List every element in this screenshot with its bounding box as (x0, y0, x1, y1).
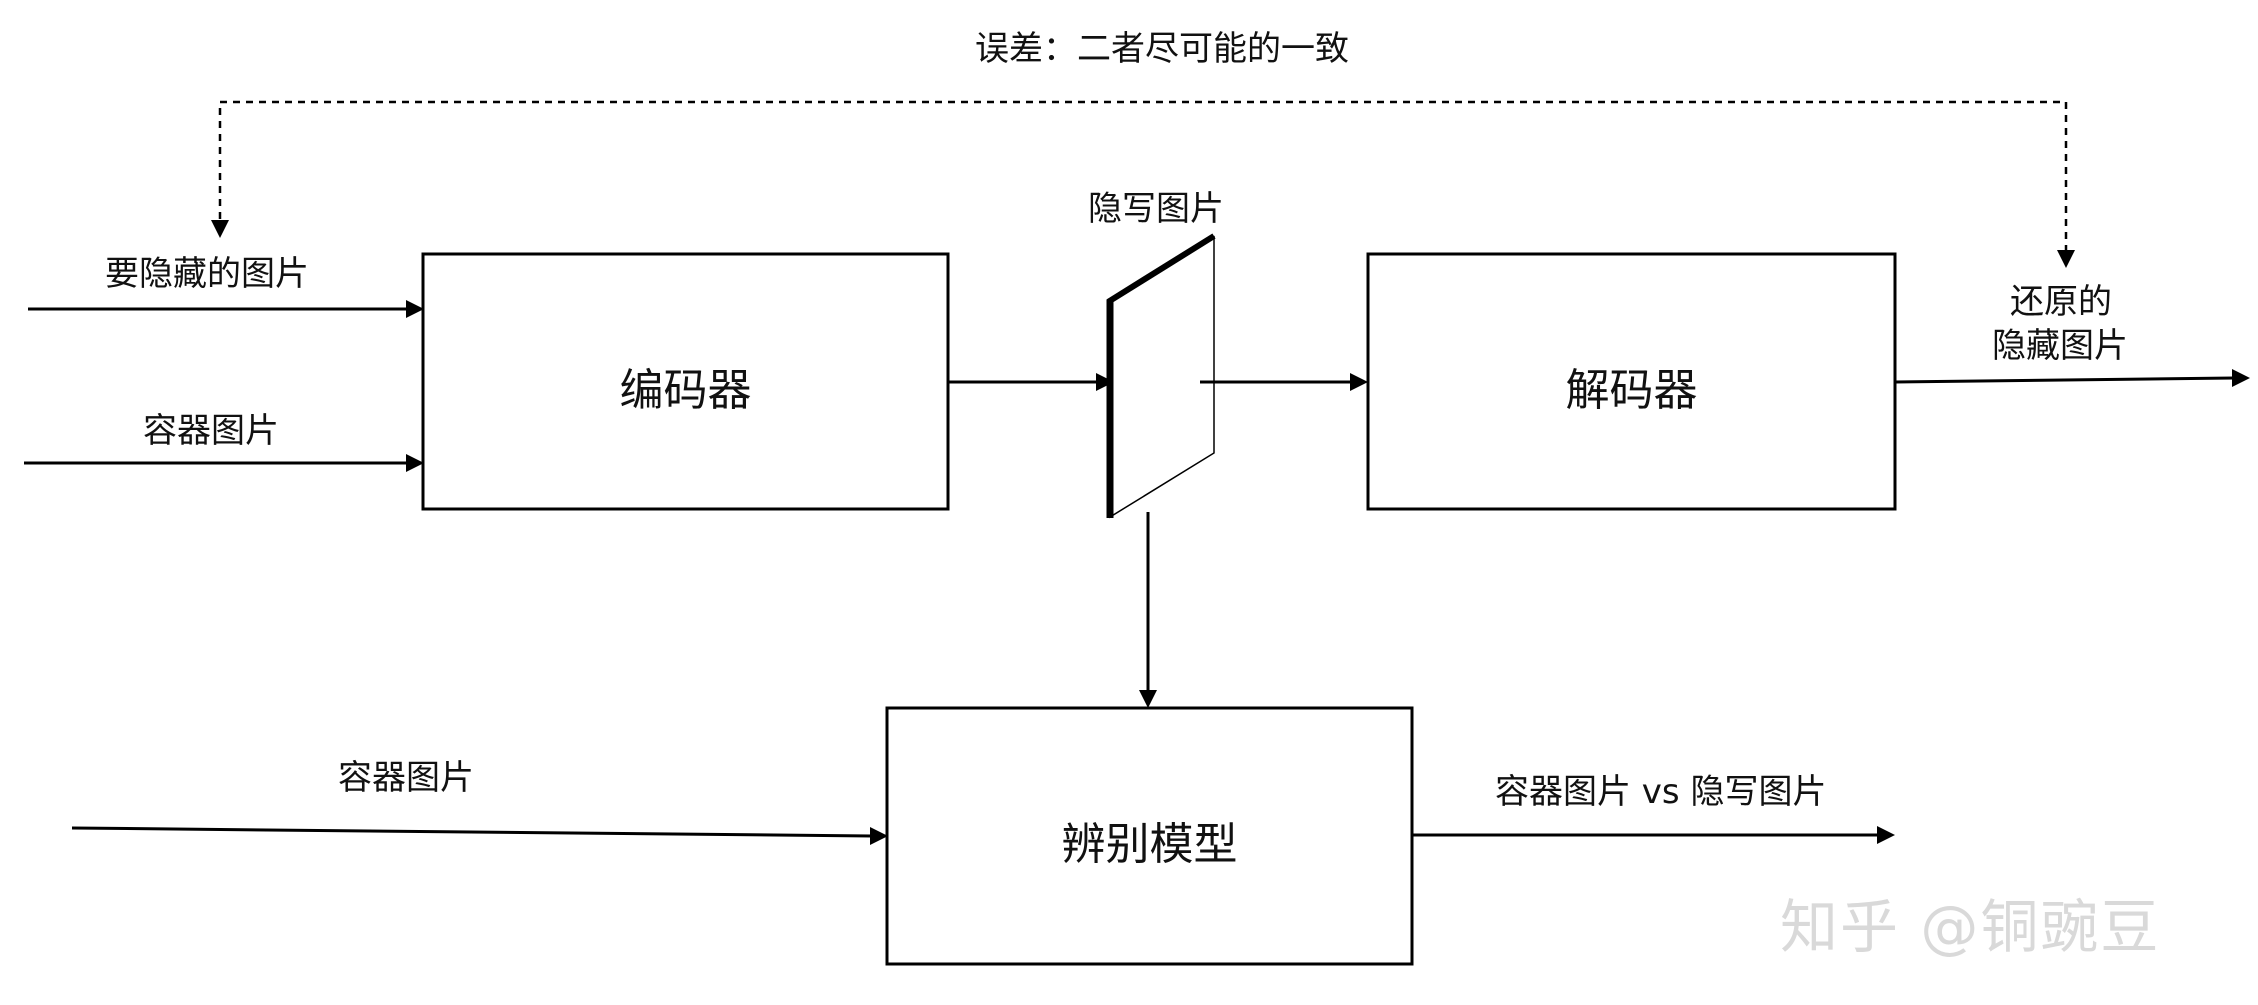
hidden-image-arrowhead (406, 300, 424, 318)
discriminator-input-label: 容器图片 (338, 758, 474, 798)
error-arrowhead-right (2057, 250, 2075, 268)
encoder-to-stego-arrowhead (1096, 373, 1114, 391)
encoder-box (421, 252, 950, 511)
discriminator-label: 辨别模型 (1061, 819, 1238, 870)
container-image-arrowhead (406, 454, 424, 472)
recovered-image-label-line1: 还原的 (2010, 282, 2112, 322)
decoder-box (1366, 252, 1897, 511)
error-feedback-dashed-line (218, 100, 2068, 262)
stego-to-decoder-arrowhead (1350, 373, 1368, 391)
discriminator-input-arrowhead (870, 827, 888, 845)
discriminator-output-arrowhead (1877, 826, 1895, 844)
hidden-image-input-label: 要隐藏的图片 (105, 254, 309, 294)
container-image-input-label: 容器图片 (143, 411, 279, 451)
stego-image-thick-top-edge (1106, 233, 1216, 305)
encoder-label: 编码器 (619, 365, 752, 416)
recovered-image-label-line2: 隐藏图片 (1992, 326, 2128, 366)
decoder-output-arrowhead (2232, 369, 2250, 387)
stego-image-label: 隐写图片 (1088, 189, 1224, 229)
decoder-label: 解码器 (1565, 365, 1698, 416)
discriminator-box (885, 706, 1414, 966)
stego-to-discriminator-arrowhead (1139, 690, 1157, 708)
error-note-label: 误差：二者尽可能的一致 (975, 29, 1349, 69)
error-arrowhead-left (211, 220, 229, 238)
zhihu-watermark: 知乎 @铜豌豆 (1780, 893, 2161, 961)
decoder-output-arrow (1894, 376, 2235, 384)
discriminator-input-arrow (71, 826, 873, 838)
stego-image-shape (1109, 235, 1215, 519)
discriminator-output-label: 容器图片 vs 隐写图片 (1495, 772, 1827, 812)
